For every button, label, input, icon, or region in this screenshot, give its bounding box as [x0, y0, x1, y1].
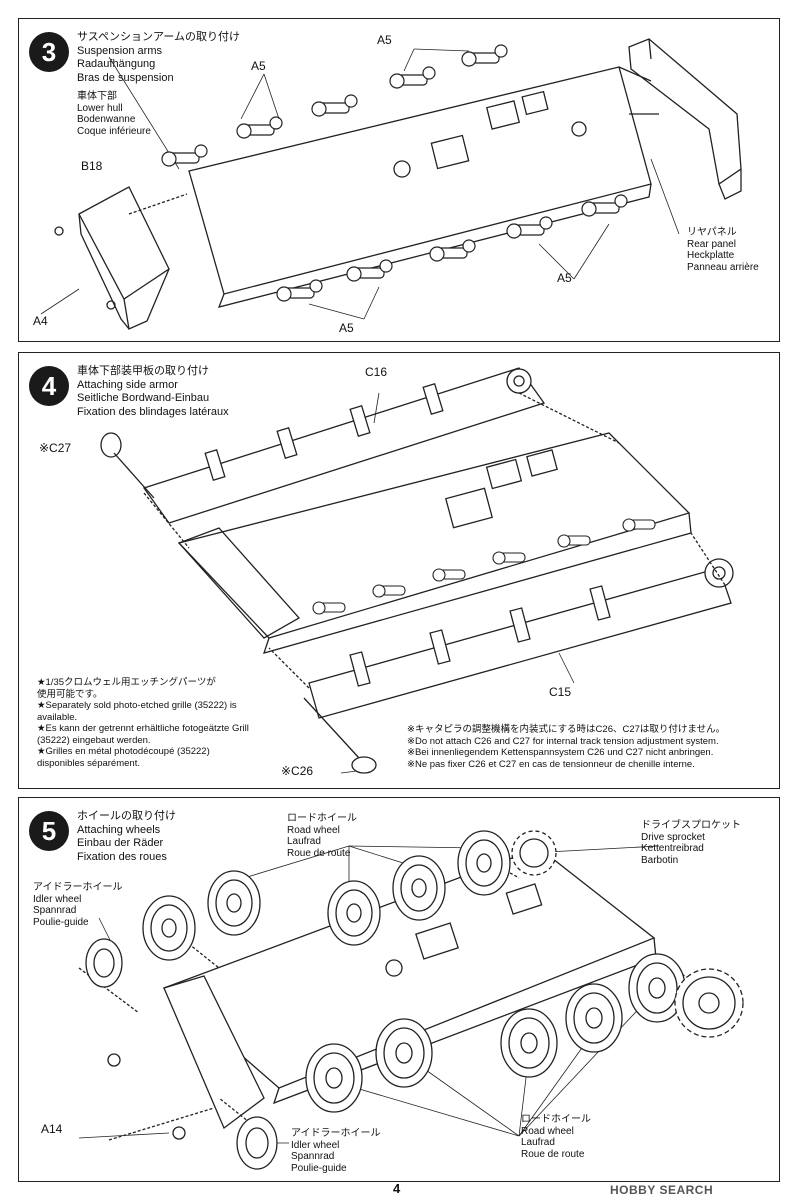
part-b18-label: B18: [81, 159, 103, 173]
road-wheel-label: ロードホイール Road wheel Laufrad Roue de route: [287, 813, 357, 859]
wheels-diagram: [78, 830, 744, 1170]
part-a5-label: A5: [339, 321, 354, 335]
part-c16-label: C16: [365, 365, 388, 379]
title-ja: サスペンションアームの取り付け: [77, 31, 241, 43]
part-a5-label: A5: [251, 59, 266, 73]
side-armor-diagram: [100, 367, 734, 774]
part-c27-label: ※C27: [39, 441, 72, 455]
part-a5-label: A5: [377, 33, 392, 47]
title-en: Attaching side armor: [77, 378, 178, 391]
step-title: 車体下部装甲板の取り付け Attaching side armor Seitli…: [77, 365, 229, 419]
title-ja: 車体下部装甲板の取り付け: [77, 365, 209, 377]
title-de: Seitliche Bordwand-Einbau: [77, 392, 210, 404]
photo-etch-note: ★1/35クロムウェル用エッチングパーツが 使用可能です。 ★Separatel…: [37, 677, 249, 769]
part-a14-label: A14: [41, 1122, 63, 1136]
title-de: Einbau der Räder: [77, 837, 164, 849]
rear-panel-label: リヤパネル Rear panel Heckplatte Panneau arri…: [687, 227, 759, 273]
title-fr: Bras de suspension: [77, 71, 174, 84]
drive-sprocket-label: ドライブスプロケット Drive sprocket Kettentreibrad…: [641, 820, 741, 866]
part-a4-label: A4: [33, 314, 48, 328]
road-wheel-label: ロードホイール Road wheel Laufrad Roue de route: [521, 1114, 591, 1160]
page-number: 4: [393, 1181, 401, 1196]
idler-wheel-label: アイドラーホイール Idler wheel Spannrad Poulie-gu…: [291, 1128, 381, 1174]
title-fr: Fixation des roues: [77, 850, 167, 863]
step-number: 5: [29, 811, 69, 851]
idler-wheel-label: アイドラーホイール Idler wheel Spannrad Poulie-gu…: [33, 882, 123, 928]
watermark: HOBBY SEARCH: [610, 1183, 714, 1197]
step-number: 4: [29, 366, 69, 406]
step-title: ホイールの取り付け Attaching wheels Einbau der Rä…: [77, 810, 176, 864]
part-c15-label: C15: [549, 685, 572, 699]
title-de: Radaufhängung: [77, 58, 156, 70]
step-4-panel: 4 車体下部装甲板の取り付け Attaching side armor Seit…: [18, 352, 780, 789]
title-en: Attaching wheels: [77, 823, 161, 836]
track-tension-note: ※キャタピラの調整機構を内装式にする時はC26、C27は取り付けません。 ※Do…: [407, 724, 726, 770]
part-a5-label: A5: [557, 271, 572, 285]
title-en: Suspension arms: [77, 44, 162, 57]
lower-hull-label: 車体下部 Lower hull Bodenwanne Coque inférie…: [77, 91, 151, 137]
step-number: 3: [29, 32, 69, 72]
step-title: サスペンションアームの取り付け Suspension arms Radaufhä…: [77, 31, 240, 85]
part-c26-label: ※C26: [281, 764, 314, 778]
suspension-arms-diagram: [40, 38, 742, 330]
title-ja: ホイールの取り付け: [77, 810, 176, 822]
step-3-panel: 3 サスペンションアームの取り付け Suspension arms Radauf…: [18, 18, 780, 342]
title-fr: Fixation des blindages latéraux: [77, 405, 229, 418]
step-5-panel: 5 ホイールの取り付け Attaching wheels Einbau der …: [18, 797, 780, 1182]
